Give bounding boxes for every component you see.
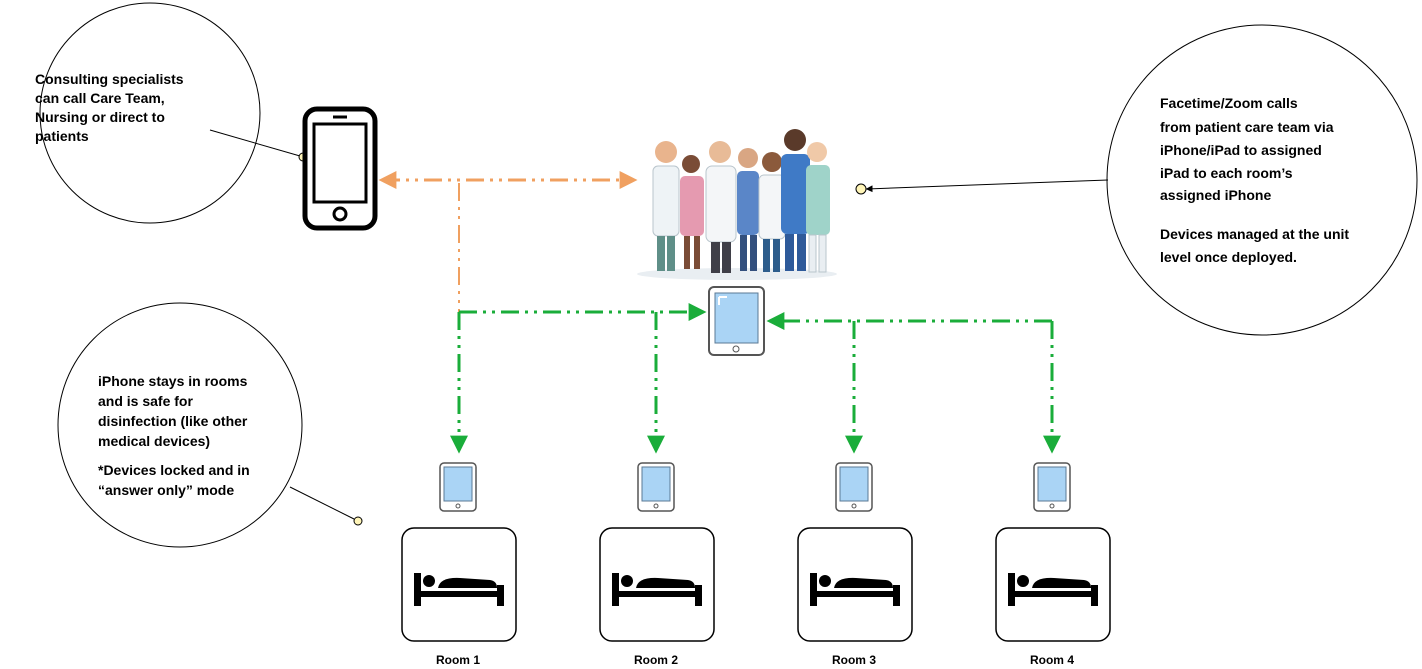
room-3: Room 3: [797, 462, 913, 667]
facetime-anchor: [855, 183, 867, 195]
iphone-rooms-anchor: [353, 516, 363, 526]
room4-tablet-icon: [1033, 462, 1071, 512]
facetime-pointer: [865, 179, 1109, 193]
room4-label: Room 4: [1030, 653, 1074, 667]
callout-iphone-rooms: iPhone stays in rooms and is safe for di…: [57, 302, 303, 548]
callout-specialists-text: Consulting specialists can call Care Tea…: [35, 71, 187, 144]
callout-iphone-rooms-text: iPhone stays in rooms and is safe for di…: [98, 373, 251, 449]
callout-facetime-note: Devices managed at the unit level once d…: [1160, 226, 1353, 265]
smartphone-icon: [302, 106, 378, 231]
room1-label: Room 1: [436, 653, 480, 667]
room-4: Room 4: [995, 462, 1111, 667]
care-team-group-icon: [637, 129, 837, 280]
room2-tablet-icon: [637, 462, 675, 512]
iphone-rooms-pointer: [289, 486, 355, 520]
hospital-bed-icon: [612, 573, 702, 606]
room3-tablet-icon: [835, 462, 873, 512]
hospital-bed-icon: [1008, 573, 1098, 606]
callout-specialists: Consulting specialists can call Care Tea…: [35, 2, 261, 224]
room1-tablet-icon: [439, 462, 477, 512]
room-2: Room 2: [599, 462, 715, 667]
callout-iphone-rooms-note: *Devices locked and in “answer only” mod…: [98, 462, 254, 498]
room2-label: Room 2: [634, 653, 678, 667]
specialists-pointer: [209, 129, 301, 157]
callout-facetime-text: Facetime/Zoom calls from patient care te…: [1160, 95, 1337, 203]
room3-label: Room 3: [832, 653, 876, 667]
hospital-bed-icon: [810, 573, 900, 606]
callout-facetime: Facetime/Zoom calls from patient care te…: [1106, 24, 1418, 336]
room-1: Room 1: [401, 462, 517, 667]
central-tablet-icon: [708, 286, 765, 356]
hospital-bed-icon: [414, 573, 504, 606]
